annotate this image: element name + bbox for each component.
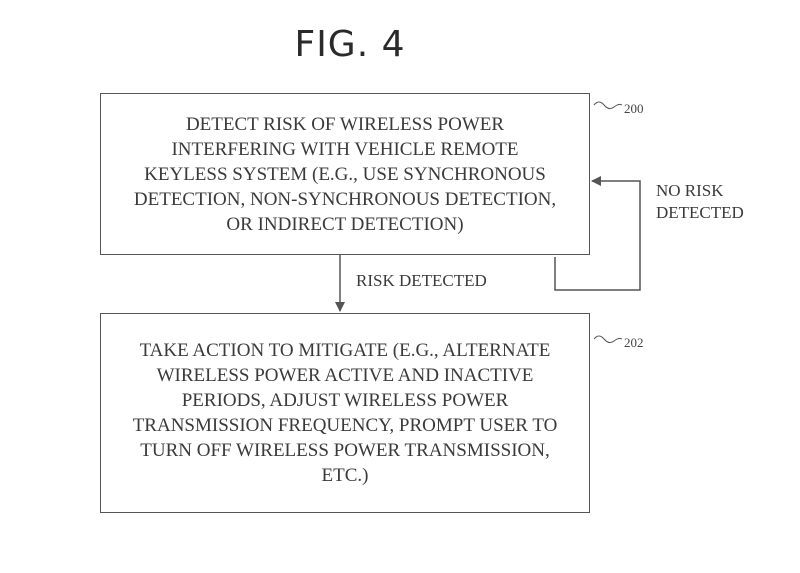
risk-detected-label: RISK DETECTED <box>356 271 487 290</box>
no-risk-detected-label: NO RISK DETECTED <box>656 181 744 222</box>
step-detect-risk-box: DETECT RISK OF WIRELESS POWER INTERFERIN… <box>100 93 590 255</box>
step-mitigate-ref: 202 <box>624 335 644 350</box>
step-detect-risk-text: DETECT RISK OF WIRELESS POWER INTERFERIN… <box>133 113 557 235</box>
step-mitigate-box: TAKE ACTION TO MITIGATE (E.G., ALTERNATE… <box>100 313 590 513</box>
ref-202-leader <box>593 335 623 344</box>
step-detect-risk-ref: 200 <box>624 101 644 116</box>
figure-title: FIG. 4 <box>294 24 406 65</box>
step-mitigate-text: TAKE ACTION TO MITIGATE (E.G., ALTERNATE… <box>132 340 558 486</box>
no-risk-loop-line <box>554 176 641 291</box>
ref-200-leader <box>593 101 623 110</box>
